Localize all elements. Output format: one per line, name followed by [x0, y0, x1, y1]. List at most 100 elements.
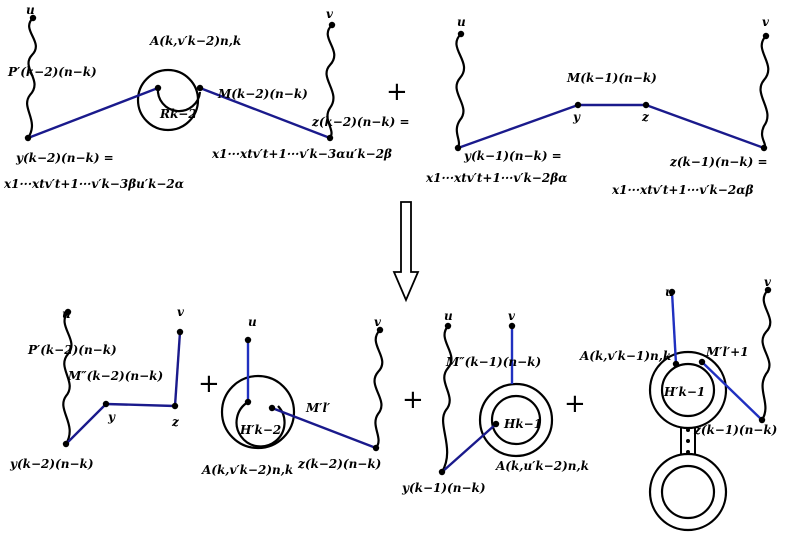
plus-bottom-2: +	[402, 385, 424, 415]
b4-label-edge: M′l′+1	[705, 345, 749, 359]
b1-label-edge: M″(k−2)(n−k)	[67, 369, 163, 383]
b4-label-u: u	[665, 285, 674, 299]
vertex-v-right	[762, 32, 770, 40]
label-circle-A: A(k,v′k−2)n,k	[149, 34, 241, 48]
label-y-mid: y	[572, 110, 581, 124]
path-v-to-z	[325, 24, 336, 139]
plus-bottom-1: +	[198, 369, 220, 399]
plus-top: +	[386, 77, 408, 107]
b4-dot-3	[686, 450, 690, 454]
b2-label-u: u	[248, 315, 257, 329]
label-v: v	[326, 7, 334, 21]
label-y: y(k−2)(n−k) =	[15, 151, 114, 165]
b1-path-u-to-y	[62, 311, 73, 445]
plus-bottom-3: +	[564, 389, 586, 419]
b1-label-y-bottom: y(k−2)(n−k)	[9, 457, 94, 471]
vertex-y-mid	[574, 101, 582, 109]
b1-vertex-v	[176, 328, 184, 336]
label-z: z(k−2)(n−k) =	[311, 115, 410, 129]
label-v-right: v	[762, 15, 770, 29]
b2-inner-ring	[235, 401, 286, 448]
b4-edge-M	[701, 361, 763, 421]
bottom-figure-3: u v M″(k−1)(n−k) Hk−1 A(k,u′k−2)n,k y(k−…	[401, 309, 589, 495]
label-edge-M-right: M(k−1)(n−k)	[566, 71, 657, 85]
b3-label-u: u	[444, 309, 453, 323]
bottom-figure-1: u v P′(k−2)(n−k) M″(k−2)(n−k) y z y(k−2)…	[9, 305, 185, 471]
outer-ring-A	[136, 68, 200, 132]
ring-vertex-left	[154, 84, 162, 92]
b1-label-y: y	[107, 410, 116, 424]
path-u-to-y-right	[455, 33, 466, 149]
vertex-z	[326, 134, 334, 142]
label-inner-R: Rk−2	[159, 107, 197, 121]
b2-label-z: z(k−2)(n−k)	[297, 457, 381, 471]
b3-path-u-to-y	[441, 325, 453, 473]
label-u-right: u	[457, 15, 466, 29]
b1-edge-z-to-v	[173, 331, 182, 407]
arrow-shape	[392, 201, 420, 303]
b3-ring-vertex	[492, 420, 500, 428]
b2-ring-vertex-right	[268, 404, 276, 412]
label-u: u	[26, 3, 35, 17]
b1-label-u: u	[62, 307, 71, 321]
vertex-z-mid	[642, 101, 650, 109]
b4-ring-vertex-right	[698, 358, 706, 366]
inner-ring-R	[156, 87, 202, 113]
b2-label-v: v	[374, 315, 382, 329]
b1-vertex-y	[102, 400, 110, 408]
b1-edge-M	[105, 402, 176, 408]
b1-edge-y-to-y	[65, 403, 107, 445]
edge-z-to-z	[645, 103, 765, 150]
b1-label-path: P′(k−2)(n−k)	[27, 343, 117, 357]
b2-outer-ring	[220, 374, 296, 450]
formula-z-right: x1···xtv′t+1···v′k−2αβ	[611, 183, 753, 197]
vertex-u	[29, 14, 37, 22]
b2-vertex-v	[376, 326, 384, 334]
vertex-y	[24, 134, 32, 142]
b2-path-v-to-z	[373, 329, 384, 449]
b3-edge-y	[441, 423, 497, 473]
b4-label-inner: H′k−1	[663, 385, 705, 399]
vertex-y-bottom-right	[454, 144, 462, 152]
b3-label-edge: M″(k−1)(n−k)	[445, 355, 541, 369]
label-y-right: y(k−1)(n−k) =	[463, 149, 562, 163]
b3-vertex-y	[438, 468, 446, 476]
b1-vertex-z	[171, 402, 179, 410]
vertex-z-bottom-right	[760, 144, 768, 152]
b2-label-circle: A(k,v′k−2)n,k	[201, 463, 293, 477]
label-edge-M: M(k−2)(n−k)	[217, 87, 308, 101]
bottom-figure-2: u v H′k−2 M′l′ A(k,v′k−2)n,k z(k−2)(n−k)	[201, 315, 384, 477]
b3-label-y: y(k−1)(n−k)	[401, 481, 486, 495]
b3-label-v: v	[508, 309, 516, 323]
path-v-to-z-right	[759, 35, 770, 149]
b3-inner-ring	[490, 394, 542, 446]
edge-y-to-y	[457, 103, 579, 150]
b1-label-z: z	[171, 415, 180, 429]
b1-label-v: v	[177, 305, 185, 319]
b3-vertex-v	[508, 322, 516, 330]
vertex-v	[328, 21, 336, 29]
b4-lower-inner-ring	[660, 464, 716, 520]
formula-z: x1···xtv′t+1···v′k−3αu′k−2β	[211, 147, 392, 161]
edge-ring-to-z	[199, 86, 331, 140]
b4-dot-1	[686, 428, 690, 432]
b3-vertex-u	[444, 322, 452, 330]
b4-path-v-to-z	[761, 289, 772, 421]
bottom-figure-4: u v A(k,v′k−1)n,k M′l′+1 H′k−1 z(k−1)(n−…	[579, 275, 777, 532]
formula-y-right: x1···xtv′t+1···v′k−2βα	[425, 171, 567, 185]
b2-vertex-u	[244, 336, 252, 344]
b2-edge-M	[271, 406, 377, 450]
b2-label-edge: M′l′	[305, 401, 331, 415]
edge-y-to-ring	[27, 86, 159, 140]
b1-vertex-y-bottom	[62, 440, 70, 448]
b2-label-inner: H′k−2	[239, 423, 281, 437]
b4-vertex-z	[758, 416, 766, 424]
b2-ring-vertex-left	[244, 398, 252, 406]
b4-label-z: z(k−1)(n−k)	[693, 423, 777, 437]
b3-outer-ring	[478, 382, 554, 458]
ring-vertex-right	[196, 84, 204, 92]
b4-label-circle: A(k,v′k−1)n,k	[579, 349, 671, 363]
b2-vertex-z	[372, 444, 380, 452]
